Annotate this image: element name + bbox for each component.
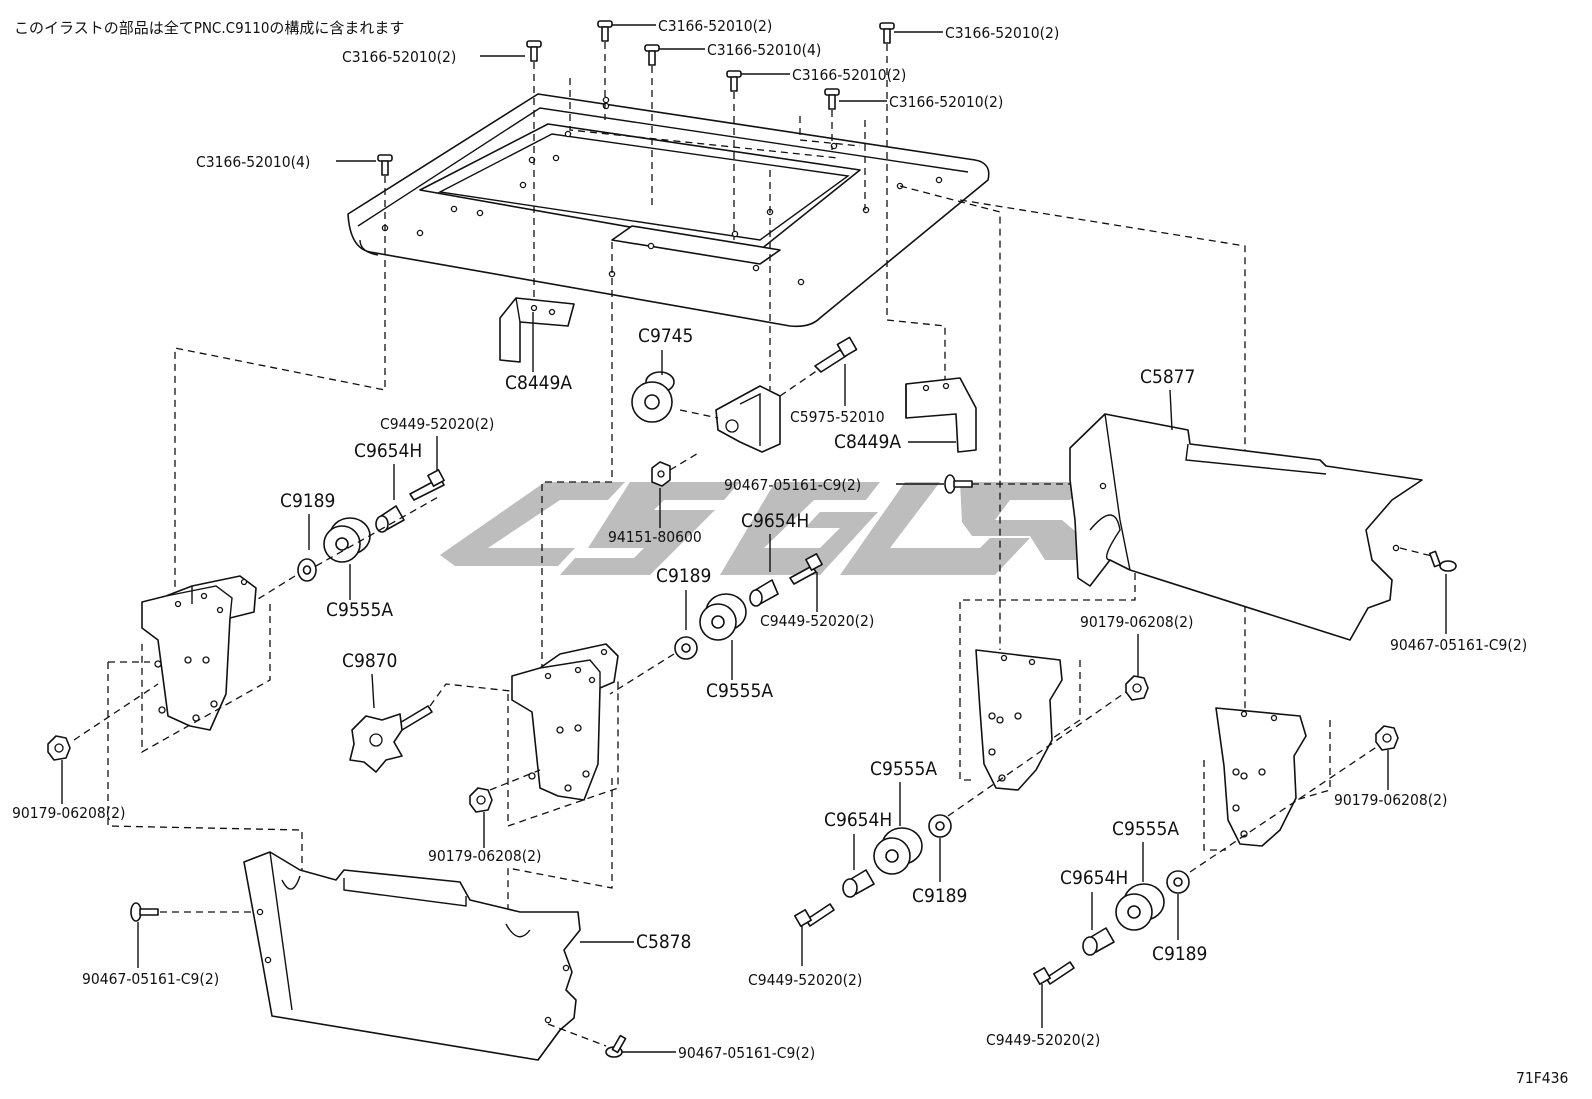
- label-screw-c3166-d: C3166-52010(2): [792, 66, 906, 84]
- label-bolt-c9449-b: C9449-52020(2): [760, 612, 874, 630]
- label-bolt-c9449-c: C9449-52020(2): [748, 971, 862, 989]
- label-screw-c3166-c: C3166-52010(4): [707, 41, 821, 59]
- label-nut-90179-c: 90179-06208(2): [1080, 613, 1194, 631]
- bolt-icon: [814, 336, 858, 373]
- nut-icon: [651, 461, 671, 487]
- bushing-icon: [699, 593, 747, 641]
- bolt-icon: [794, 903, 835, 927]
- star-knob-icon: [349, 705, 433, 773]
- hinge-bracket-far-right: [1215, 707, 1307, 847]
- tray-holes: [381, 96, 943, 286]
- label-collar-c9654h-d: C9654H: [1060, 867, 1128, 889]
- illustration-note: このイラストの部品は全てPNC.C9110の構成に含まれます: [14, 19, 404, 37]
- washer-icon: [674, 636, 698, 660]
- hinge-bracket-middle: [511, 643, 619, 801]
- bolt-icon: [789, 553, 823, 585]
- label-cover-c5877: C5877: [1140, 366, 1195, 388]
- label-washer-c9189-d: C9189: [1152, 943, 1207, 965]
- label-bolt-c9449-a: C9449-52020(2): [380, 415, 494, 433]
- screw-icon: [824, 88, 840, 110]
- screw-icon: [597, 20, 613, 42]
- label-bolt-c5975: C5975-52010: [790, 408, 885, 426]
- label-screw-c3166-a: C3166-52010(2): [342, 48, 456, 66]
- label-screw-c3166-e: C3166-52010(2): [889, 93, 1003, 111]
- nut-icon: [1375, 725, 1399, 751]
- label-collar-c9654h-a: C9654H: [354, 440, 422, 462]
- washer-icon: [1166, 870, 1190, 894]
- screw-icon: [726, 70, 742, 92]
- washer-icon: [297, 558, 317, 582]
- bushing-icon: [1115, 883, 1165, 931]
- watermark-logo: [440, 482, 1095, 575]
- label-cover-c5878: C5878: [636, 931, 691, 953]
- nut-icon: [1125, 675, 1149, 701]
- bolt-icon: [1033, 961, 1075, 985]
- label-collar-c9654h-c: C9654H: [824, 809, 892, 831]
- screw-icon: [879, 22, 895, 44]
- label-knob-c9870: C9870: [342, 650, 397, 672]
- washer-icon: [928, 814, 952, 838]
- nut-icon: [469, 787, 493, 813]
- collar-icon: [375, 505, 405, 533]
- collar-icon: [1082, 927, 1115, 956]
- label-clip-90467-right: 90467-05161-C9(2): [1390, 636, 1527, 654]
- nut-icon: [47, 735, 71, 761]
- damper-bracket: [715, 385, 781, 453]
- figure-code: 71F436: [1516, 1069, 1568, 1087]
- push-clip-icon: [944, 474, 973, 494]
- hinge-bracket-left: [141, 575, 257, 731]
- hinge-bracket-right-center: [975, 649, 1063, 791]
- label-cushion-c9555a-c: C9555A: [870, 758, 937, 780]
- push-clip-icon: [130, 902, 159, 922]
- cover-c5877: [1069, 413, 1423, 641]
- collar-icon: [842, 869, 875, 898]
- push-clip-icon: [1428, 550, 1457, 572]
- bushing-icon: [323, 517, 371, 563]
- bushing-icon: [873, 827, 923, 875]
- label-cushion-c9555a-a: C9555A: [326, 599, 393, 621]
- label-bushing-c9745: C9745: [638, 325, 693, 347]
- label-clip-90467-bottom: 90467-05161-C9(2): [678, 1044, 815, 1062]
- bracket-c8449a-top: [499, 297, 575, 363]
- label-bracket-c8449a-top: C8449A: [505, 372, 572, 394]
- cover-c5878: [243, 851, 581, 1061]
- label-cushion-c9555a-d: C9555A: [1112, 818, 1179, 840]
- label-bolt-c9449-d: C9449-52020(2): [986, 1031, 1100, 1049]
- label-bracket-c8449a-right: C8449A: [834, 431, 901, 453]
- screw-icon: [526, 40, 542, 62]
- label-screw-c3166-b: C3166-52010(2): [658, 17, 772, 35]
- tray-assembly: [347, 93, 990, 328]
- push-clip-icon: [605, 1034, 627, 1058]
- label-cushion-c9555a-b: C9555A: [706, 680, 773, 702]
- label-nut-94151: 94151-80600: [608, 528, 702, 546]
- label-screw-c3166-f: C3166-52010(2): [945, 24, 1059, 42]
- label-clip-90467-left: 90467-05161-C9(2): [82, 970, 219, 988]
- bushing-icon: [631, 371, 675, 423]
- screw-icon: [377, 154, 393, 176]
- label-nut-90179-a: 90179-06208(2): [12, 804, 126, 822]
- bracket-c8449a-right: [905, 377, 977, 453]
- collar-icon: [749, 579, 779, 607]
- label-nut-90179-b: 90179-06208(2): [428, 847, 542, 865]
- label-collar-c9654h-b: C9654H: [741, 510, 809, 532]
- screw-icon: [644, 44, 660, 66]
- label-nut-90179-d: 90179-06208(2): [1334, 791, 1448, 809]
- label-washer-c9189-c: C9189: [912, 885, 967, 907]
- label-screw-c3166-g: C3166-52010(4): [196, 153, 310, 171]
- label-clip-90467-mid: 90467-05161-C9(2): [724, 476, 861, 494]
- label-washer-c9189-a: C9189: [280, 490, 335, 512]
- label-washer-c9189-b: C9189: [656, 565, 711, 587]
- bolt-icon: [409, 469, 445, 501]
